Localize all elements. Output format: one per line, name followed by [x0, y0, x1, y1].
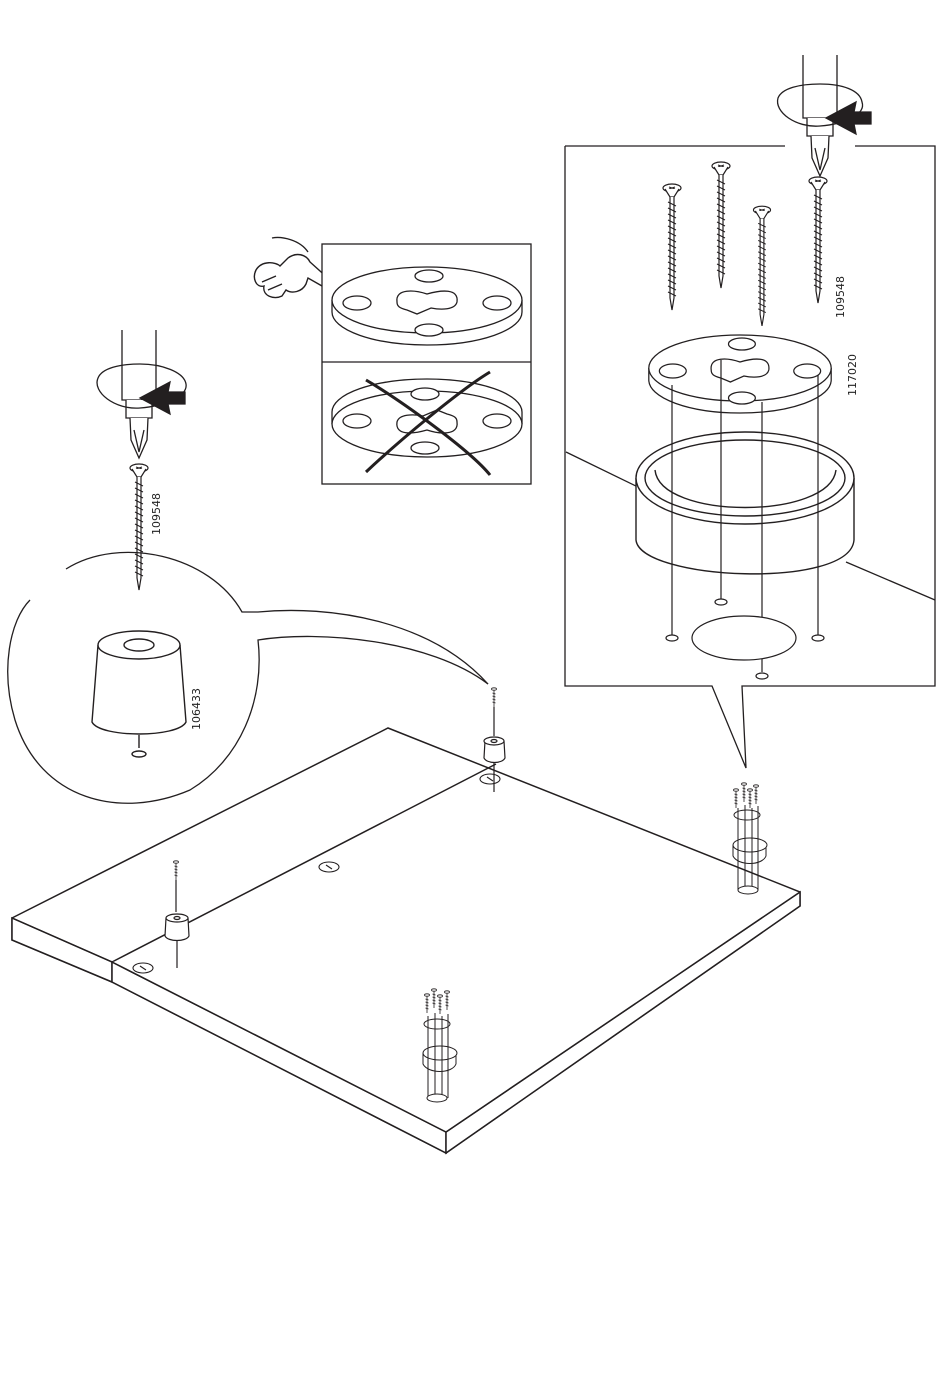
- tabletop-board: [12, 728, 800, 1153]
- part-number-plate-right: 117020: [846, 354, 859, 396]
- part-number-foot-left: 106433: [190, 688, 203, 730]
- ring-spacer-icon: [636, 432, 854, 574]
- part-number-screw-right: 109548: [834, 276, 847, 318]
- screwdriver-left-icon: [97, 330, 186, 458]
- foot-stopper-large-icon: [92, 631, 186, 757]
- part-number-screw-left: 109548: [150, 493, 163, 535]
- screw-left-icon: [130, 464, 148, 590]
- hand-pointing-icon: [254, 238, 331, 298]
- mounting-plate-icon: [649, 335, 831, 413]
- plate-correct-orientation-icon: [332, 267, 522, 345]
